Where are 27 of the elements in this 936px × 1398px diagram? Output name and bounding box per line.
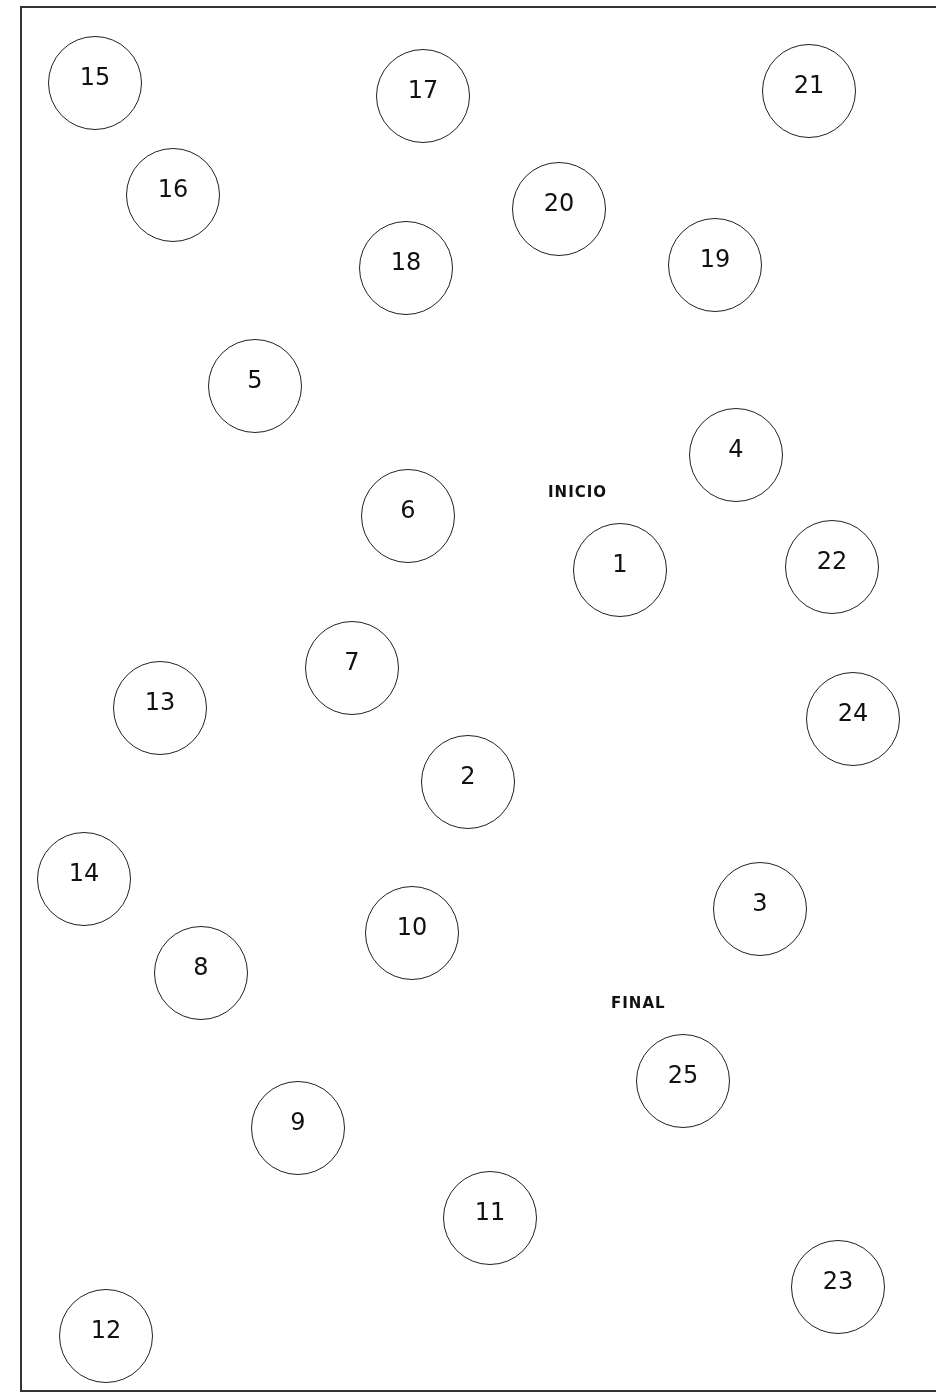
circle-number: 16 xyxy=(157,177,189,201)
circle-number: 11 xyxy=(474,1200,506,1224)
circle-number: 5 xyxy=(247,368,263,392)
circle-number: 1 xyxy=(612,552,628,576)
marker-label: INICIO xyxy=(548,483,608,501)
circle-number: 18 xyxy=(390,250,422,274)
circle-number: 7 xyxy=(344,650,360,674)
circle-number: 13 xyxy=(144,690,176,714)
circle-number: 21 xyxy=(793,73,825,97)
circle-number: 25 xyxy=(667,1063,699,1087)
circle-number: 6 xyxy=(400,498,416,522)
circle-number: 20 xyxy=(543,191,575,215)
circle-number: 19 xyxy=(699,247,731,271)
circle-number: 2 xyxy=(460,764,476,788)
circle-number: 3 xyxy=(752,891,768,915)
circle-number: 17 xyxy=(407,78,439,102)
circle-number: 14 xyxy=(68,861,100,885)
circle-number: 15 xyxy=(79,65,111,89)
marker-label: FINAL xyxy=(611,994,666,1012)
circle-number: 24 xyxy=(837,701,869,725)
circle-number: 8 xyxy=(193,955,209,979)
circle-number: 4 xyxy=(728,437,744,461)
circle-number: 9 xyxy=(290,1110,306,1134)
circle-number: 23 xyxy=(822,1269,854,1293)
circle-number: 10 xyxy=(396,915,428,939)
circle-number: 12 xyxy=(90,1318,122,1342)
circle-number: 22 xyxy=(816,549,848,573)
